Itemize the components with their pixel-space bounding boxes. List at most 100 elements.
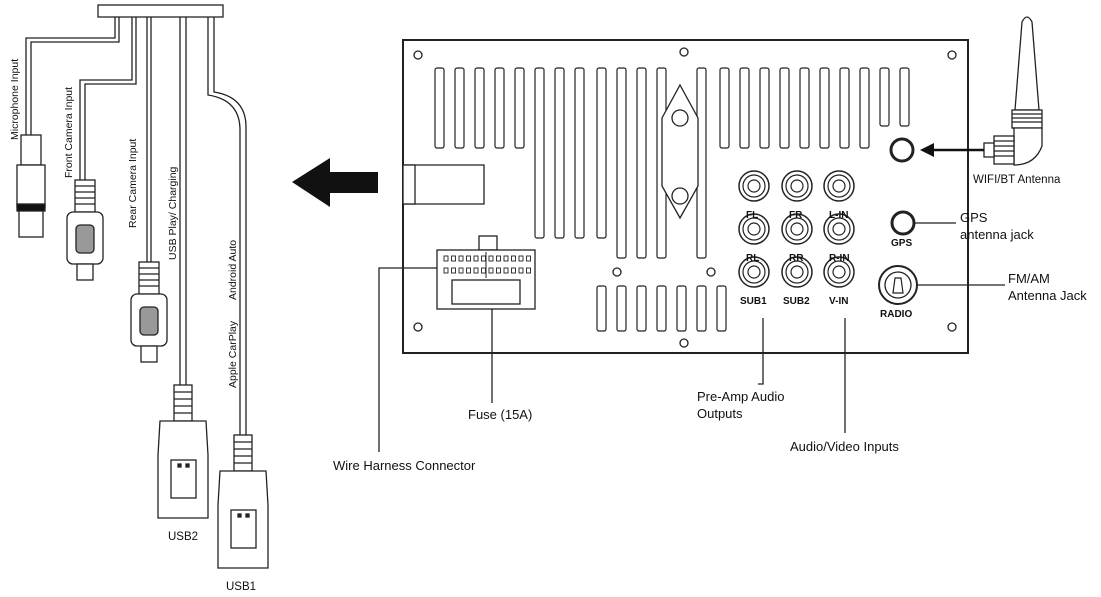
vent-slot (554, 67, 565, 239)
radio-jack-label: RADIO (880, 309, 912, 320)
vent-slot (779, 67, 790, 149)
microphone-input-label: Microphone Input (9, 59, 21, 140)
rca-jack (823, 213, 855, 245)
harness-pin (473, 255, 479, 262)
apple-carplay-label: Apple CarPlay (227, 320, 239, 388)
gps-jack (890, 210, 916, 236)
harness-pin (443, 255, 449, 262)
wifi-bt-antenna-label: WIFI/BT Antenna (973, 174, 1061, 186)
harness-pin (496, 267, 501, 274)
vent-slot (474, 67, 485, 149)
rca-label-r-in: R-IN (829, 253, 850, 264)
cooling-vents (434, 67, 910, 332)
android-auto-label: Android Auto (227, 240, 239, 300)
preamp-callout-subtitle: Outputs (697, 406, 743, 421)
harness-pin (481, 267, 486, 274)
vent-slot (616, 67, 627, 259)
vent-slot (616, 285, 627, 332)
harness-pin (451, 255, 456, 262)
usb2-connector (157, 384, 209, 519)
vent-slot (434, 67, 445, 149)
preamp-callout-title: Pre-Amp Audio (697, 389, 784, 404)
radio-jack (878, 265, 918, 305)
usb1-label: USB1 (226, 581, 256, 593)
harness-pin (503, 255, 509, 262)
vent-slot (716, 285, 727, 332)
wifi-bt-antenna-icon (983, 16, 1043, 166)
vent-slot (534, 67, 545, 239)
harness-pin (443, 267, 449, 274)
vent-slot (899, 67, 910, 127)
vent-slot (596, 67, 607, 239)
vent-slot (494, 67, 505, 149)
vent-slot (676, 285, 687, 332)
vent-slot (759, 67, 770, 149)
harness-pin (526, 267, 531, 274)
wifi-bt-jack (889, 137, 915, 163)
front-camera-input-label: Front Camera Input (63, 87, 75, 178)
usb-play-charging-label: USB Play/ Charging (167, 166, 179, 260)
rca-label-fl: FL (746, 210, 758, 221)
harness-pin (511, 255, 516, 262)
usb2-label: USB2 (168, 531, 198, 543)
rca-label-rl: RL (746, 253, 759, 264)
fm-am-callout-subtitle: Antenna Jack (1008, 288, 1087, 303)
direction-arrow (292, 158, 378, 207)
harness-pin (458, 267, 464, 274)
harness-pin (473, 267, 479, 274)
vent-slot (454, 67, 465, 149)
fuse-callout: Fuse (15A) (468, 407, 532, 422)
rca-label-rr: RR (789, 253, 804, 264)
vent-slot (739, 67, 750, 149)
rca-label-l-in: L-IN (829, 210, 848, 221)
rear-camera-connector (130, 261, 168, 363)
rca-label-sub2: SUB2 (783, 296, 810, 307)
harness-callout: Wire Harness Connector (333, 458, 476, 473)
harness-pin (488, 255, 494, 262)
microphone-connector (16, 134, 46, 238)
vent-slot (859, 67, 870, 149)
usb1-connector (217, 434, 269, 569)
gps-jack-label: GPS (891, 238, 912, 249)
rca-jack-panel (738, 170, 855, 288)
vent-slot (596, 285, 607, 332)
front-camera-connector (66, 179, 104, 281)
vent-slot (879, 67, 890, 127)
rca-jack (781, 170, 813, 202)
harness-pin (458, 255, 464, 262)
harness-pin (518, 255, 524, 262)
cable-bundle (25, 4, 247, 435)
harness-pin (481, 255, 486, 262)
harness-pin (466, 255, 471, 262)
vent-slot (799, 67, 810, 149)
rca-jack (781, 256, 813, 288)
harness-pin (466, 267, 471, 274)
harness-pin (511, 267, 516, 274)
av-inputs-callout: Audio/Video Inputs (790, 439, 899, 454)
gps-callout-title: GPS (960, 210, 988, 225)
rca-jack (738, 256, 770, 288)
rca-label-fr: FR (789, 210, 803, 221)
callout-lines (378, 222, 1005, 452)
vent-slot (656, 285, 667, 332)
rear-camera-input-label: Rear Camera Input (127, 139, 139, 228)
harness-pin (496, 255, 501, 262)
vent-slot (636, 285, 647, 332)
vent-slot (514, 67, 525, 149)
rca-jack (781, 213, 813, 245)
rca-label-v-in: V-IN (829, 296, 848, 307)
harness-pin (488, 267, 494, 274)
rca-jack (823, 256, 855, 288)
harness-pin (503, 267, 509, 274)
harness-pin (526, 255, 531, 262)
rca-jack (738, 170, 770, 202)
fm-am-callout-title: FM/AM (1008, 271, 1050, 286)
vent-slot (819, 67, 830, 149)
gps-callout-subtitle: antenna jack (960, 227, 1034, 242)
antenna-arrow (920, 143, 984, 157)
harness-pin (518, 267, 524, 274)
vent-slot (636, 67, 647, 259)
rca-jack (738, 213, 770, 245)
vent-slot (839, 67, 850, 149)
